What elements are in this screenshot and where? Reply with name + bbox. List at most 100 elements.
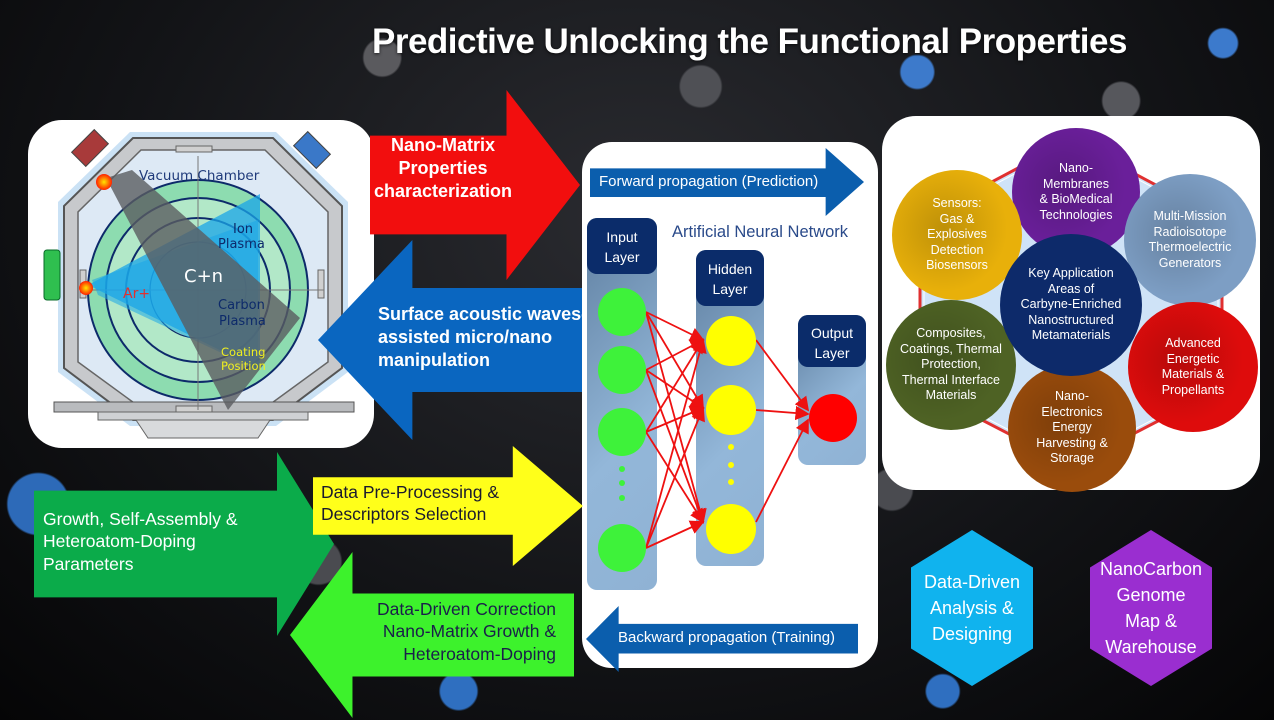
red-arrow-line-2: Properties bbox=[398, 158, 488, 179]
blue-arrow-line-1: Surface acoustic waves- bbox=[378, 304, 588, 324]
page-title: Predictive Unlocking the Functional Prop… bbox=[372, 22, 1127, 61]
lime-arrow-line-1: Data-Driven Correction bbox=[377, 599, 556, 619]
input-layer-line-2: Layer bbox=[604, 249, 640, 265]
app-circle-line: Materials & bbox=[1161, 367, 1225, 381]
backward-propagation-label: Backward propagation (Training) bbox=[618, 629, 836, 646]
laser-flash-icon bbox=[96, 174, 112, 190]
input-node bbox=[598, 524, 646, 572]
output-layer-line-1: Output bbox=[810, 325, 854, 341]
green-arrow-line-1: Growth, Self-Assembly & bbox=[43, 509, 238, 529]
hidden-layer-header: Hidden Layer bbox=[696, 250, 764, 306]
arrow-nano-matrix-characterization: Nano-Matrix Properties characterization bbox=[370, 90, 580, 280]
red-arrow-line-3: characterization bbox=[373, 181, 513, 202]
hex-blue-line-1: Data-Driven bbox=[923, 572, 1021, 592]
label-vacuum-chamber: Vacuum Chamber bbox=[139, 168, 260, 184]
app-circle-line: Nano- bbox=[1058, 161, 1094, 175]
ellipsis-dot bbox=[619, 466, 625, 472]
output-node bbox=[809, 394, 857, 442]
label-carbon: Carbon bbox=[218, 298, 265, 313]
yellow-arrow-line-1: Data Pre-Processing & bbox=[321, 482, 499, 502]
ann-title: Artificial Neural Network bbox=[672, 223, 849, 241]
hex-blue-line-2: Analysis & bbox=[929, 598, 1015, 618]
blue-arrow-line-3: manipulation bbox=[378, 350, 490, 371]
input-node bbox=[598, 288, 646, 336]
app-circle-line: Technologies bbox=[1039, 207, 1113, 222]
ellipsis-dot bbox=[728, 462, 734, 468]
output-layer-line-2: Layer bbox=[814, 345, 850, 361]
input-node bbox=[598, 346, 646, 394]
red-arrow-label: Nano-Matrix Properties characterization bbox=[370, 134, 516, 203]
app-center-line: Nanostructured bbox=[1028, 312, 1114, 327]
hidden-node bbox=[706, 504, 756, 554]
app-center-line: Key Application bbox=[1028, 266, 1114, 281]
green-arrow-line-2: Heteroatom-Doping bbox=[43, 531, 196, 552]
label-carbon-ion: C+n bbox=[184, 266, 223, 287]
hidden-layer-line-2: Layer bbox=[712, 281, 748, 297]
app-circle-line: Composites, bbox=[916, 326, 986, 341]
output-layer-column: Output Layer bbox=[798, 315, 866, 465]
label-carbon-plasma: Plasma bbox=[219, 314, 266, 329]
app-circle-line: & BioMedical bbox=[1039, 192, 1113, 206]
app-circle-line: Membranes bbox=[1043, 176, 1109, 191]
lime-arrow-line-2: Nano-Matrix Growth & bbox=[382, 621, 556, 642]
arrow-data-driven-correction: Data-Driven Correction Nano-Matrix Growt… bbox=[290, 552, 574, 718]
label-coating: Coating bbox=[221, 345, 265, 359]
hidden-layer-line-1: Hidden bbox=[707, 261, 753, 277]
green-arrow-line-3: Parameters bbox=[43, 553, 134, 574]
forward-propagation-label: Forward propagation (Prediction) bbox=[599, 173, 819, 190]
app-circle-line: Detection bbox=[930, 242, 984, 257]
app-circle-line: Nano- bbox=[1054, 389, 1090, 404]
arrow-growth-parameters: Growth, Self-Assembly & Heteroatom-Dopin… bbox=[34, 452, 334, 636]
green-port-icon bbox=[43, 249, 61, 301]
app-circle-line: Advanced bbox=[1165, 336, 1221, 350]
app-circle-line: Electronics bbox=[1041, 404, 1103, 419]
input-node bbox=[598, 408, 646, 456]
app-circle-line: Gas & bbox=[939, 211, 975, 226]
yellow-arrow-label: Data Pre-Processing & Descriptors Select… bbox=[321, 481, 499, 526]
app-circle-line: Thermal Interface bbox=[902, 372, 1000, 387]
blue-arrow-label: Surface acoustic waves- assisted micro/n… bbox=[378, 303, 587, 372]
app-circle-line: Energetic bbox=[1166, 351, 1220, 366]
hidden-node bbox=[706, 316, 756, 366]
hidden-node bbox=[706, 385, 756, 435]
hexagon-data-driven-analysis: Data-Driven Analysis & Designing bbox=[911, 530, 1033, 686]
blue-arrow-line-2: assisted micro/nano bbox=[378, 327, 553, 348]
hex-purple-line-1: NanoCarbon bbox=[1099, 559, 1203, 579]
label-argon: Ar+ bbox=[123, 286, 150, 302]
ellipsis-dot bbox=[728, 479, 734, 485]
input-layer-header: Input Layer bbox=[587, 218, 657, 274]
blue-gun-icon bbox=[292, 130, 332, 170]
green-arrow-label: Growth, Self-Assembly & Heteroatom-Dopin… bbox=[43, 508, 238, 575]
app-circle-line: Biosensors bbox=[926, 258, 988, 273]
app-circle-line: Propellants bbox=[1161, 382, 1225, 397]
app-center-line: Carbyne-Enriched bbox=[1020, 297, 1122, 312]
input-layer-line-1: Input bbox=[606, 229, 638, 245]
ellipsis-dot bbox=[619, 495, 625, 501]
app-circle-line: Thermoelectric bbox=[1148, 240, 1232, 254]
hex-purple-line-4: Warehouse bbox=[1105, 637, 1197, 657]
label-ion-plasma: Plasma bbox=[218, 237, 265, 252]
app-circle-line: Coatings, Thermal bbox=[900, 341, 1002, 356]
lime-arrow-line-3: Heteroatom-Doping bbox=[403, 643, 556, 664]
app-circle-line: Explosives bbox=[927, 227, 987, 242]
app-circle-line: Radioisotope bbox=[1153, 224, 1227, 239]
red-gun-icon bbox=[70, 128, 110, 168]
app-circle-line: Storage bbox=[1050, 451, 1094, 466]
hex-blue-line-3: Designing bbox=[931, 624, 1013, 644]
output-layer-header: Output Layer bbox=[798, 315, 866, 367]
hex-purple-line-2: Genome bbox=[1116, 585, 1186, 605]
argon-flash-icon bbox=[79, 281, 93, 295]
app-circle-line: Sensors: bbox=[932, 196, 982, 211]
red-arrow-line-1: Nano-Matrix bbox=[390, 135, 495, 155]
hexagon-nanocarbon-genome: NanoCarbon Genome Map & Warehouse bbox=[1090, 530, 1212, 686]
label-ion: Ion bbox=[233, 222, 253, 237]
app-circle-line: Protection, bbox=[921, 357, 981, 372]
vacuum-chamber-diagram: Vacuum Chamber Ion Plasma Ar+ C+n Carbon… bbox=[43, 128, 355, 439]
app-circle-line: Energy bbox=[1052, 420, 1092, 435]
